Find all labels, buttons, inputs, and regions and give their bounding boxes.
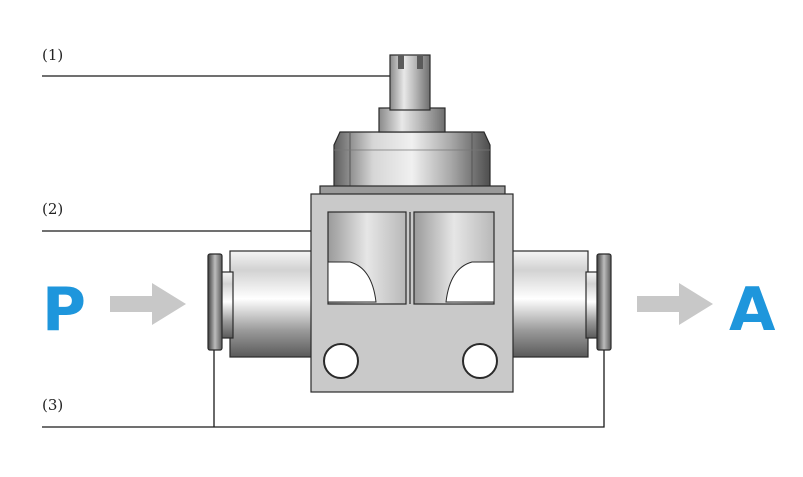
bonnet-cap bbox=[319, 131, 506, 196]
callout-3-leader-line bbox=[42, 350, 605, 428]
callout-1: (1) bbox=[42, 46, 397, 77]
callout-3: (3) bbox=[42, 350, 605, 428]
inlet-flow-arrow-icon bbox=[110, 283, 186, 325]
outlet-flow-arrow-icon bbox=[637, 283, 713, 325]
callout-2-label: (2) bbox=[42, 200, 63, 218]
left-flange bbox=[207, 253, 223, 351]
right-mounting-hole bbox=[462, 343, 498, 379]
right-flange bbox=[596, 253, 612, 351]
right-tube-fitting bbox=[507, 250, 612, 358]
left-tube-fitting bbox=[207, 250, 317, 358]
inlet-port-label: P bbox=[42, 275, 86, 345]
callout-2: (2) bbox=[42, 200, 318, 232]
outlet-port-label: A bbox=[729, 275, 776, 345]
left-mounting-hole bbox=[323, 343, 359, 379]
valve-body bbox=[310, 193, 514, 393]
valve-stem bbox=[378, 54, 446, 133]
callout-1-label: (1) bbox=[42, 46, 63, 64]
callout-3-label: (3) bbox=[42, 396, 63, 414]
